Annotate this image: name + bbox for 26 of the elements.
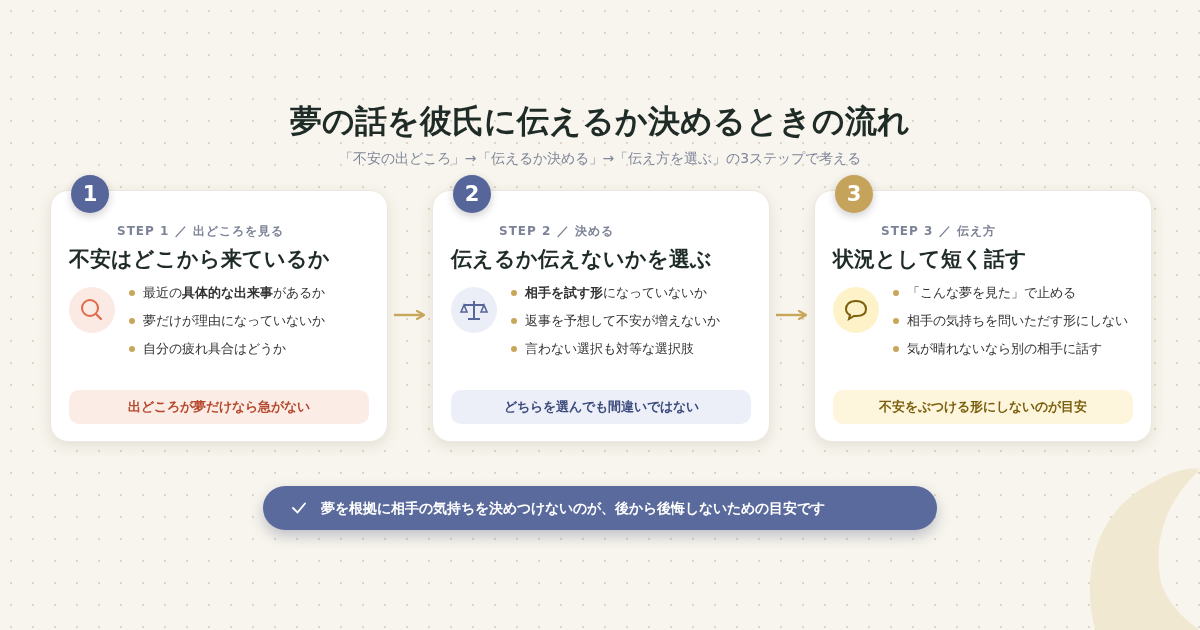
bullet-item: 相手を試す形になっていないか <box>509 283 753 303</box>
bullet-item: 最近の具体的な出来事があるか <box>127 283 371 303</box>
step-label: STEP 2 ／ 決める <box>499 223 614 240</box>
note-strip: 出どころが夢だけなら急がない <box>69 390 369 424</box>
banner-text: 夢を根拠に相手の気持ちを決めつけないのが、後から後悔しないための目安です <box>321 499 825 518</box>
arrow <box>776 309 808 321</box>
arrow <box>394 309 426 321</box>
step-label: STEP 3 ／ 伝え方 <box>881 223 996 240</box>
subtitle: 「不安の出どころ」→「伝えるか決める」→「伝え方を選ぶ」の3ステップで考える <box>337 150 863 168</box>
bullet-item: 気が晴れないなら別の相手に話す <box>891 339 1135 359</box>
step-label: STEP 1 ／ 出どころを見る <box>117 223 284 240</box>
bullet-item: 返事を予想して不安が増えないか <box>509 311 753 331</box>
number-badge: 1 <box>71 175 109 213</box>
bullet-item: 夢だけが理由になっていないか <box>127 311 371 331</box>
card-heading: 状況として短く話す <box>833 246 1027 273</box>
number-badge: 2 <box>453 175 491 213</box>
number-badge: 3 <box>835 175 873 213</box>
card-heading: 不安はどこから来ているか <box>69 246 330 273</box>
bullet-item: 自分の疲れ具合はどうか <box>127 339 371 359</box>
note-strip: 不安をぶつける形にしないのが目安 <box>833 390 1133 424</box>
bullet-item: 「こんな夢を見た」で止める <box>891 283 1135 303</box>
title: 夢の話を彼氏に伝えるか決めるときの流れ <box>289 101 911 142</box>
card-heading: 伝えるか伝えないかを選ぶ <box>451 246 712 273</box>
note-strip: どちらを選んでも間違いではない <box>451 390 751 424</box>
bullet-item: 言わない選択も対等な選択肢 <box>509 339 753 359</box>
bullet-item: 相手の気持ちを問いただす形にしない <box>891 311 1135 331</box>
